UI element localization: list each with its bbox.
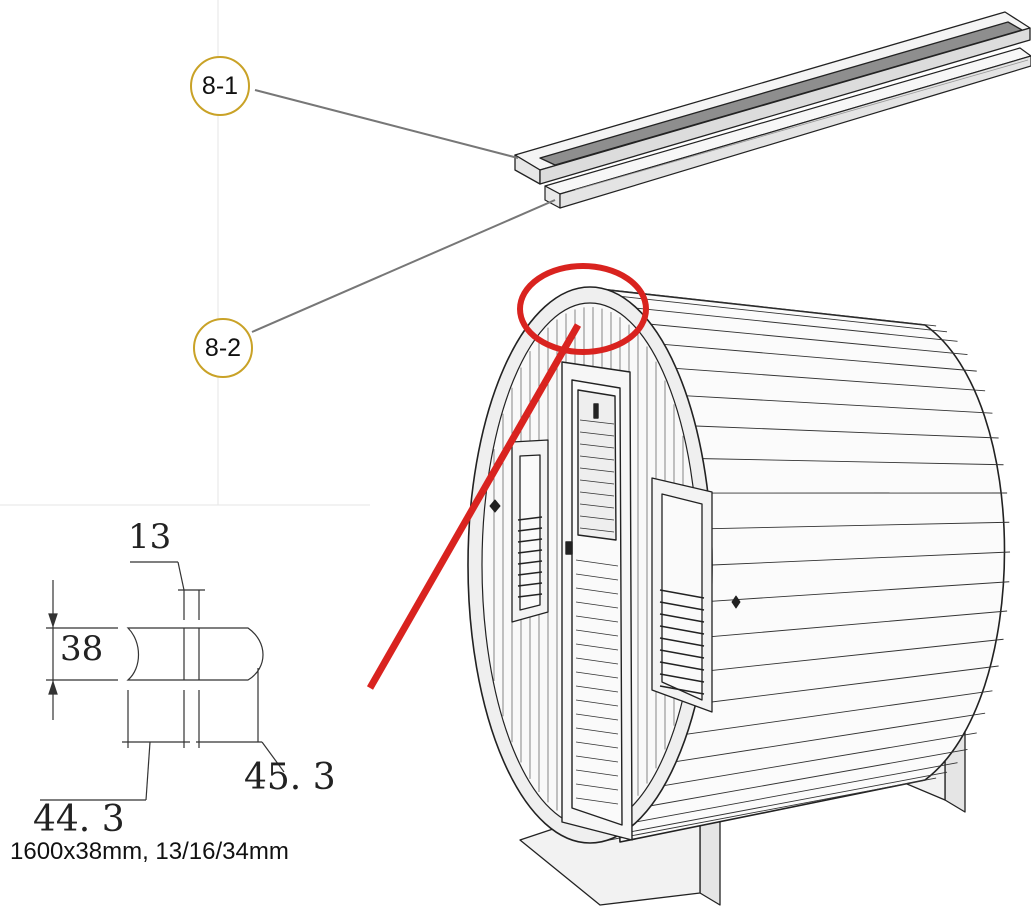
dimension-width-right: 45. 3 xyxy=(244,757,336,798)
dimension-width-top: 13 xyxy=(128,517,172,557)
leader-8-1 xyxy=(254,89,519,159)
rail-8-2 xyxy=(544,47,1031,209)
highlight-circle xyxy=(517,263,649,355)
right-window xyxy=(651,477,713,713)
caption: 1600x38mm, 13/16/34mm xyxy=(10,838,289,865)
profile-drawing xyxy=(40,561,285,801)
part-label-8-1-text: 8-1 xyxy=(201,71,239,100)
door xyxy=(561,361,633,841)
dimension-width-left: 44. 3 xyxy=(33,799,125,840)
rail-8-1 xyxy=(514,11,1031,185)
highlight-pointer xyxy=(366,323,582,690)
left-window xyxy=(511,439,549,623)
dimension-height: 38 xyxy=(60,629,104,669)
barrel-sauna xyxy=(467,286,1011,906)
part-label-8-1: 8-1 xyxy=(190,56,250,116)
part-label-8-2: 8-2 xyxy=(193,318,253,378)
part-label-8-2-text: 8-2 xyxy=(204,333,242,362)
leader-8-2 xyxy=(251,199,556,333)
